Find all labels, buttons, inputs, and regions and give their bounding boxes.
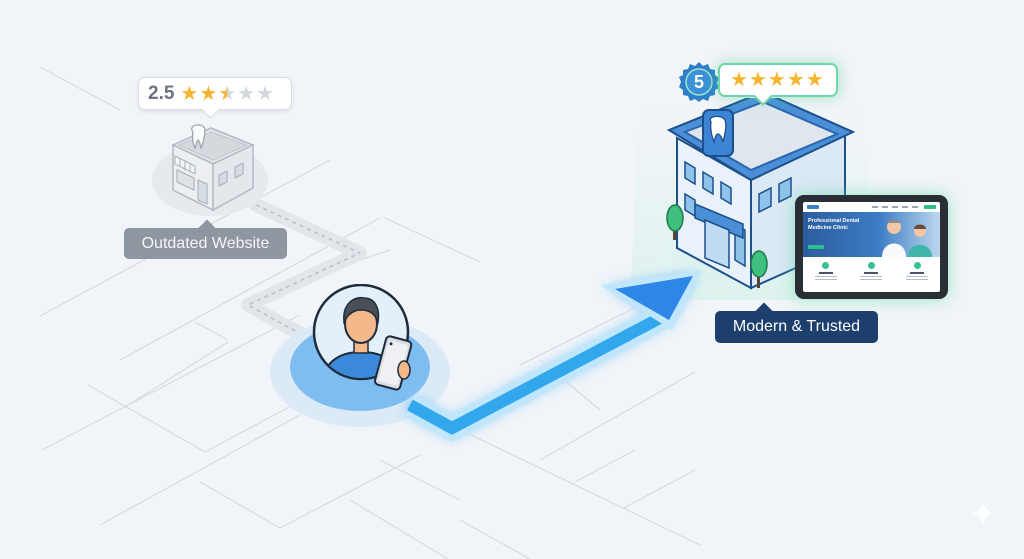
outdated-website-label: Outdated Website	[124, 228, 287, 259]
doctors-photo	[882, 219, 932, 257]
site-logo-icon	[807, 205, 819, 209]
site-nav-links	[825, 206, 918, 208]
site-cta-button	[924, 205, 936, 209]
tablet-screen: Professional Dental Medicine Clinic	[803, 202, 940, 292]
old-rating-score: 2.5	[148, 82, 175, 104]
modern-clinic-building-icon	[666, 98, 855, 290]
old-clinic-building-icon	[171, 124, 255, 212]
site-hero-button	[808, 245, 824, 249]
user-with-phone-avatar	[312, 284, 413, 391]
sparkle-icon	[970, 500, 996, 526]
star-full-icon: ★	[730, 69, 748, 91]
site-hero: Professional Dental Medicine Clinic	[803, 212, 940, 257]
rating-seal-icon	[679, 62, 719, 102]
star-empty-icon: ★	[237, 82, 256, 105]
star-full-icon: ★	[805, 69, 824, 91]
star-full-icon: ★	[199, 82, 218, 105]
site-feature	[811, 262, 841, 280]
old-rating-badge: 2.5 ★ ★ ★ ★ ★	[138, 77, 292, 110]
site-nav	[803, 202, 940, 212]
site-feature	[902, 262, 932, 280]
star-full-icon: ★	[767, 69, 786, 91]
modern-trusted-label: Modern & Trusted	[715, 311, 878, 343]
site-features	[803, 257, 940, 280]
star-full-icon: ★	[786, 69, 805, 91]
star-full-icon: ★	[180, 82, 199, 105]
new-rating-score: 5	[693, 71, 704, 92]
star-empty-icon: ★	[256, 82, 275, 105]
tablet-website-preview: Professional Dental Medicine Clinic	[795, 195, 948, 299]
site-feature	[856, 262, 886, 280]
star-full-icon: ★	[748, 69, 767, 91]
new-rating-badge: ★ ★ ★ ★ ★	[718, 63, 838, 97]
star-half-icon: ★	[218, 82, 237, 105]
site-hero-title: Professional Dental Medicine Clinic	[808, 218, 860, 231]
